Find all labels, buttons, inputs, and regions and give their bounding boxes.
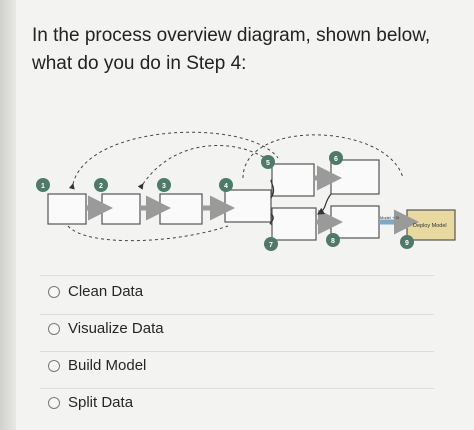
step-badge-1 bbox=[36, 178, 50, 192]
step-box-1 bbox=[47, 193, 87, 225]
step-badge-7 bbox=[264, 237, 278, 251]
divider bbox=[40, 351, 434, 352]
answer-option-visualize-data[interactable]: Visualize Data bbox=[48, 320, 164, 337]
question-text: In the process overview diagram, shown b… bbox=[32, 25, 431, 74]
step-number-8: 8 bbox=[331, 238, 335, 245]
step-box-4 bbox=[224, 189, 272, 223]
step-badge-9 bbox=[400, 235, 414, 249]
divider bbox=[40, 388, 434, 389]
left-margin-bar bbox=[0, 0, 16, 430]
divider bbox=[40, 275, 434, 276]
answer-option-build-model[interactable]: Build Model bbox=[48, 357, 146, 374]
deploy-model-label: Deploy Model bbox=[413, 223, 447, 229]
radio-icon[interactable] bbox=[48, 396, 60, 409]
option-label: Visualize Data bbox=[68, 320, 164, 337]
radio-icon[interactable] bbox=[48, 285, 60, 298]
step-box-6 bbox=[330, 159, 380, 195]
step-number-7: 7 bbox=[269, 242, 273, 249]
option-label: Build Model bbox=[68, 357, 147, 374]
step-number-4: 4 bbox=[224, 183, 228, 190]
process-overview-diagram: Model + Dl Deploy Model 1 2 3 4 5 6 7 8 … bbox=[36, 131, 456, 251]
radio-icon[interactable] bbox=[48, 359, 60, 372]
answer-option-split-data[interactable]: Split Data bbox=[48, 394, 133, 411]
step-number-1: 1 bbox=[41, 183, 45, 190]
step-badge-2 bbox=[94, 178, 108, 192]
step-box-3 bbox=[159, 193, 203, 225]
step-number-5: 5 bbox=[266, 160, 270, 167]
step-number-9: 9 bbox=[405, 240, 409, 247]
step-badge-8 bbox=[326, 233, 340, 247]
step-box-8 bbox=[330, 205, 380, 239]
option-label: Clean Data bbox=[68, 283, 144, 300]
step-box-2 bbox=[101, 193, 141, 225]
step-number-2: 2 bbox=[99, 183, 103, 190]
radio-icon[interactable] bbox=[48, 322, 60, 335]
step-badge-3 bbox=[157, 178, 171, 192]
answer-option-clean-data[interactable]: Clean Data bbox=[48, 283, 143, 300]
step-box-7 bbox=[271, 207, 317, 241]
step-badge-5 bbox=[261, 155, 275, 169]
step-number-6: 6 bbox=[334, 156, 338, 163]
step-badge-6 bbox=[329, 151, 343, 165]
divider bbox=[40, 314, 434, 315]
step-box-5 bbox=[271, 163, 315, 197]
small-arrow-label: Model + Dl bbox=[380, 215, 399, 220]
step-badge-4 bbox=[219, 178, 233, 192]
step-number-3: 3 bbox=[162, 183, 166, 190]
option-label: Split Data bbox=[68, 394, 134, 411]
